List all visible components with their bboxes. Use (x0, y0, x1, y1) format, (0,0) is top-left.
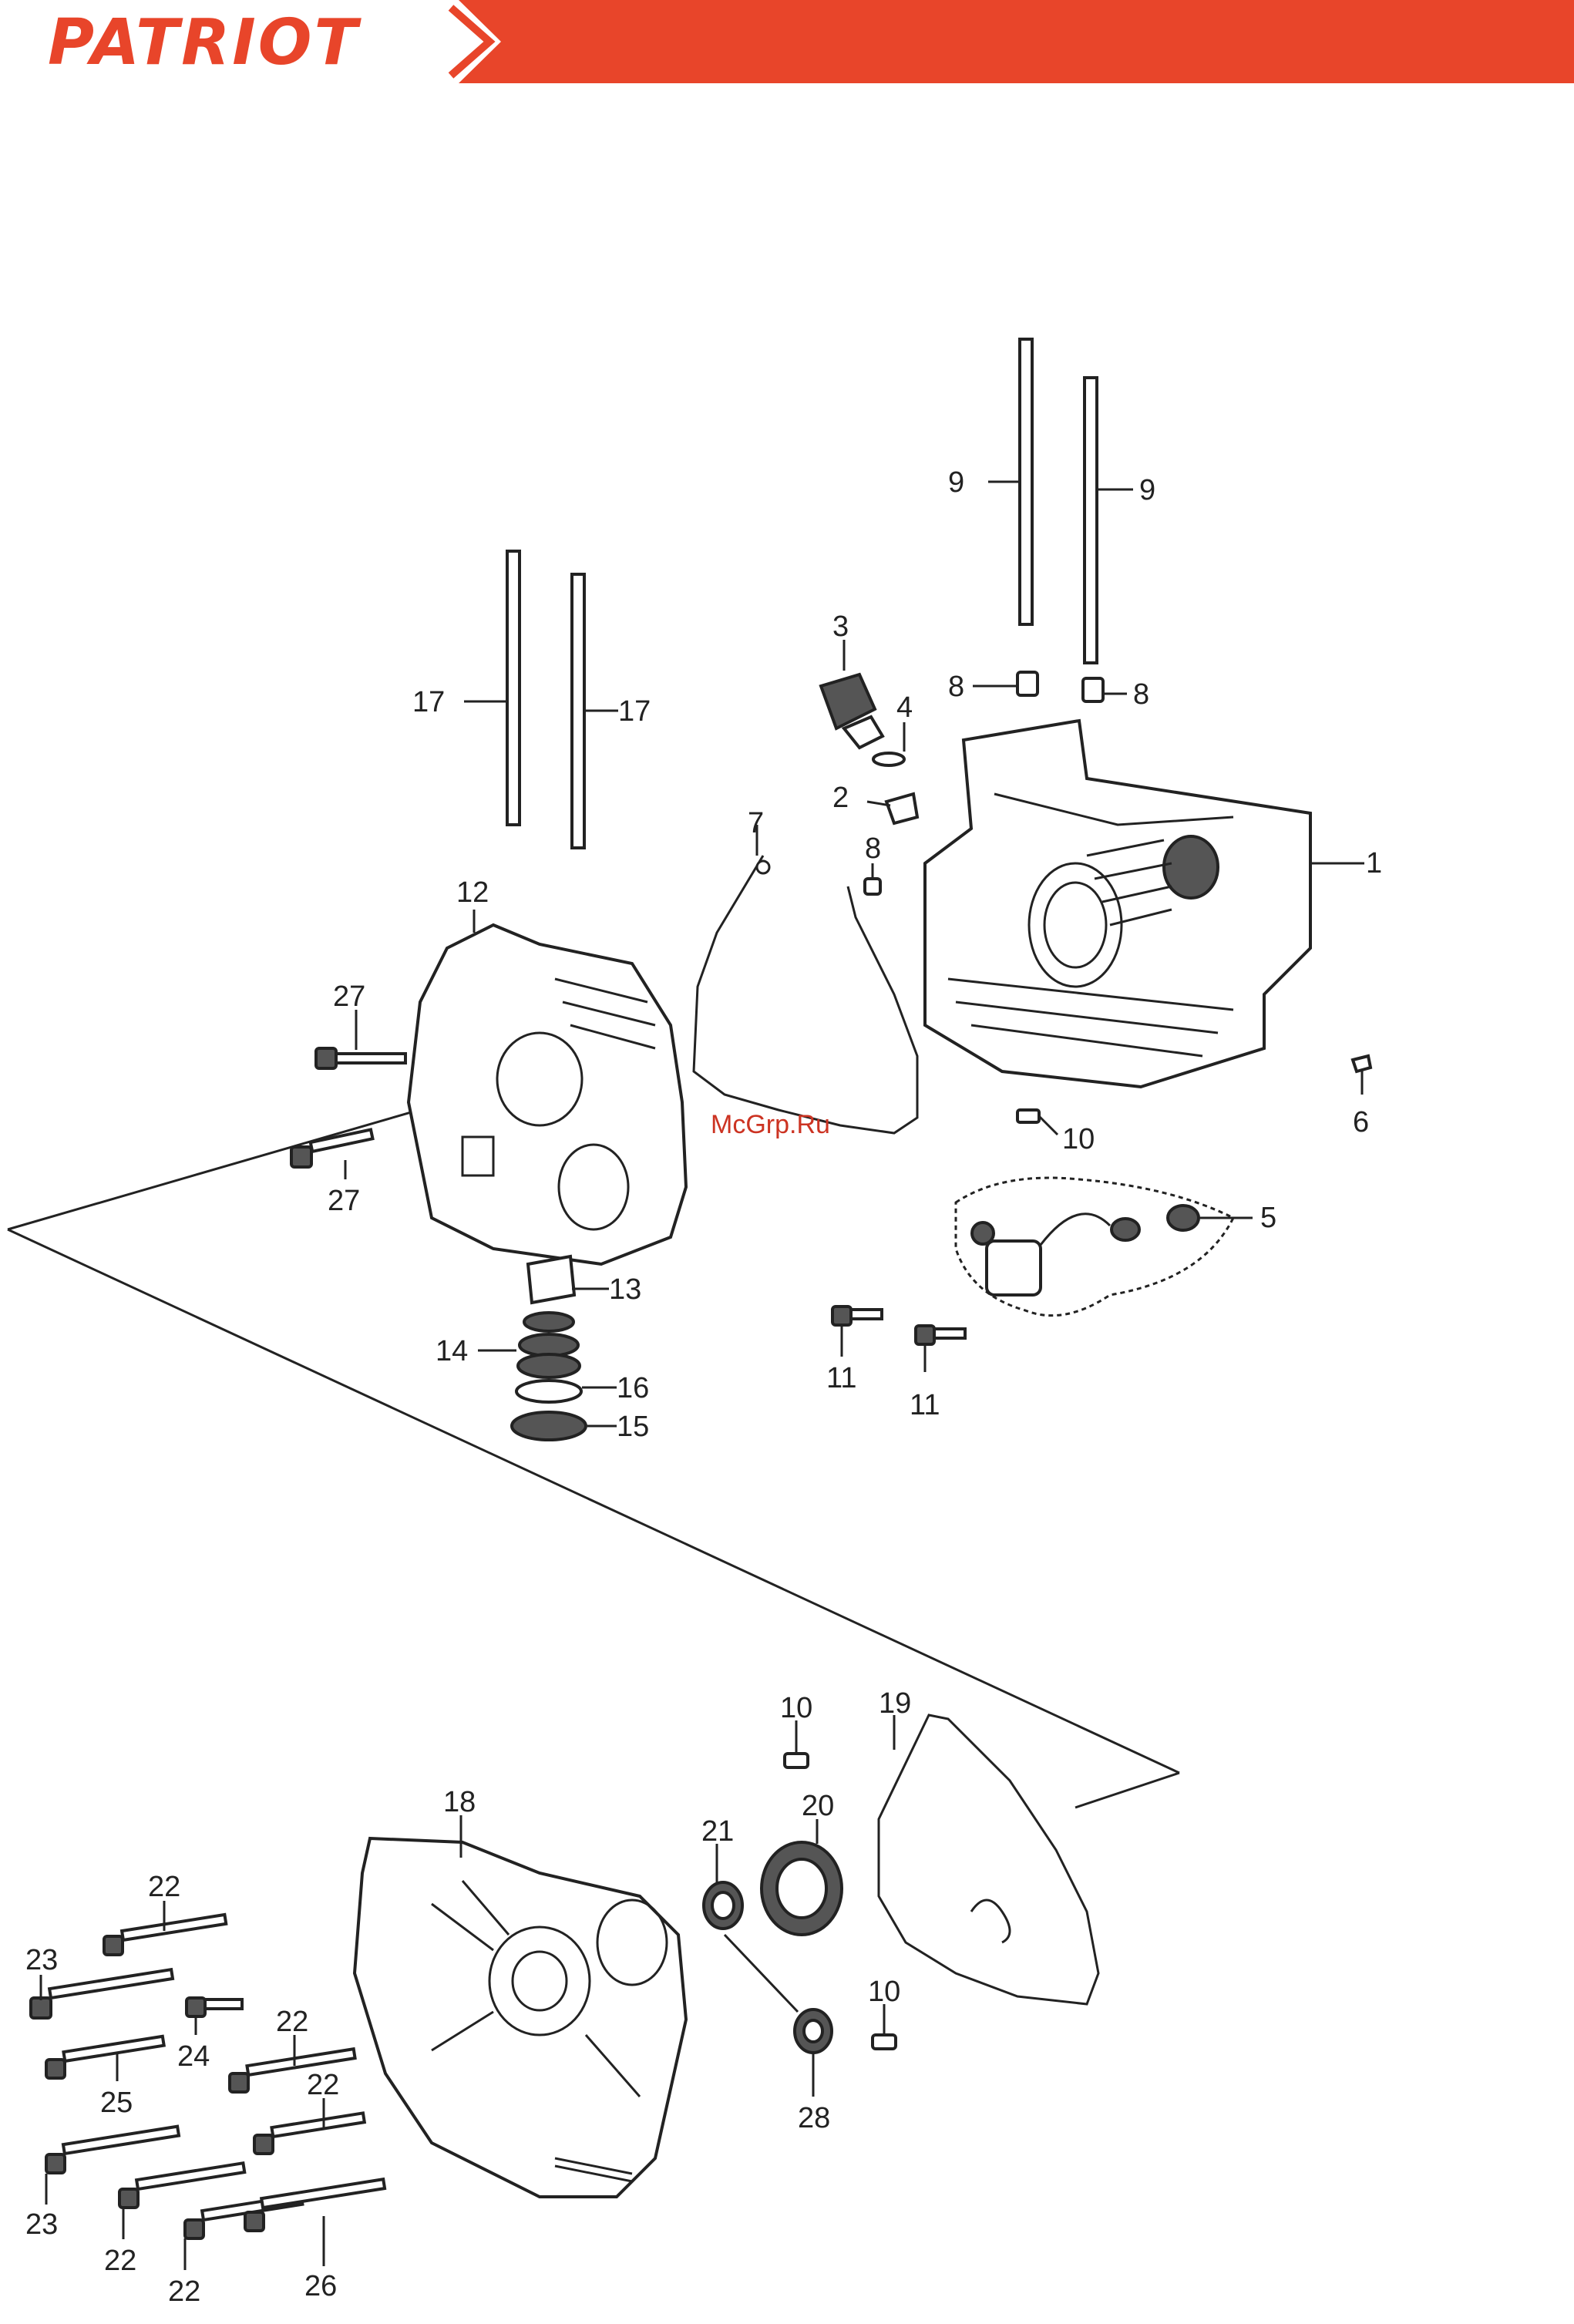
part-5-oil-sensor (956, 1178, 1253, 1316)
callout-11a: 11 (826, 1362, 856, 1394)
callout-22c: 22 (307, 2069, 339, 2101)
callout-1: 1 (1366, 847, 1382, 879)
callout-22b: 22 (276, 2006, 308, 2038)
watermark-text: McGrp.Ru (711, 1110, 830, 1139)
callout-22e: 22 (168, 2275, 200, 2308)
part-7-gasket (694, 825, 917, 1133)
callout-8a: 8 (948, 671, 964, 703)
callout-17a: 17 (412, 686, 445, 718)
callout-18: 18 (443, 1786, 476, 1818)
callout-27a: 27 (333, 980, 365, 1013)
callout-16: 16 (617, 1372, 649, 1404)
callout-3: 3 (832, 610, 849, 643)
part-27-bolts (291, 1010, 405, 1179)
part-1-crankcase (925, 721, 1364, 1087)
callout-2: 2 (832, 782, 849, 814)
callout-9a: 9 (948, 466, 964, 499)
callout-6: 6 (1353, 1106, 1369, 1138)
part-12-side-cover (409, 910, 686, 1264)
callout-27b: 27 (328, 1185, 360, 1217)
callout-23b: 23 (25, 2208, 58, 2241)
callout-19: 19 (879, 1687, 911, 1720)
callout-9b: 9 (1139, 474, 1155, 506)
part-17-rods (464, 551, 618, 848)
callout-11b: 11 (910, 1389, 940, 1421)
callout-4: 4 (896, 691, 913, 724)
callout-labels: 1 2 3 4 5 6 7 8 8 8 9 9 10 10 10 11 11 1… (25, 466, 1382, 2308)
callout-20: 20 (802, 1790, 834, 1822)
callout-15: 15 (617, 1411, 649, 1443)
callout-10c: 10 (868, 1976, 900, 2008)
callout-17b: 17 (618, 695, 651, 728)
callout-22a: 22 (148, 1871, 180, 1903)
callout-13: 13 (609, 1273, 641, 1306)
callout-26: 26 (304, 2270, 337, 2302)
part-19-cover-gasket (879, 1715, 1098, 2004)
callout-10b: 10 (780, 1692, 812, 1724)
callout-22d: 22 (104, 2245, 136, 2277)
callout-10a: 10 (1062, 1123, 1095, 1155)
part-18-crankcase-cover (355, 1815, 686, 2197)
callout-21: 21 (701, 1815, 734, 1848)
callout-14: 14 (436, 1335, 468, 1367)
callout-5: 5 (1260, 1202, 1276, 1234)
part-13-16-filter-stack (478, 1256, 617, 1440)
callout-28: 28 (798, 2102, 830, 2134)
callout-24: 24 (177, 2040, 210, 2073)
part-20-21-28-bearing-seals (704, 1819, 842, 2097)
part-9-rods (988, 339, 1133, 663)
callout-8c: 8 (865, 832, 881, 865)
callout-23a: 23 (25, 1944, 58, 1976)
callout-7: 7 (748, 807, 764, 839)
callout-8b: 8 (1133, 678, 1149, 711)
callout-25: 25 (100, 2087, 133, 2119)
callout-12: 12 (456, 876, 489, 909)
